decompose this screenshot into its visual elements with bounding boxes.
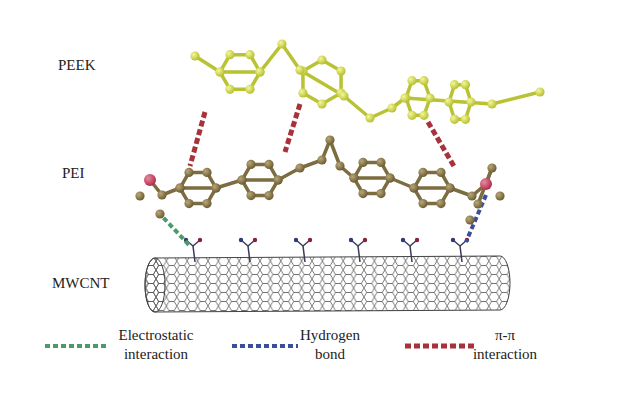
legend-sample bbox=[232, 344, 298, 348]
pei-molecule bbox=[135, 135, 504, 224]
legend-label: Hydrogen bond bbox=[290, 326, 370, 364]
legend-sample bbox=[45, 344, 108, 348]
legend-samples bbox=[45, 346, 474, 347]
functional-groups bbox=[184, 238, 469, 262]
molecule-label: MWCNT bbox=[52, 274, 110, 293]
legend-sample bbox=[405, 344, 474, 349]
interaction-lines bbox=[158, 104, 486, 246]
molecule-label: PEEK bbox=[58, 56, 96, 75]
legend-label: Electrostatic interaction bbox=[106, 326, 206, 364]
peek-molecule bbox=[190, 39, 544, 124]
legend-label: π-π interaction bbox=[462, 326, 548, 364]
molecule-label: PEI bbox=[62, 164, 85, 183]
nanotube bbox=[145, 256, 510, 312]
